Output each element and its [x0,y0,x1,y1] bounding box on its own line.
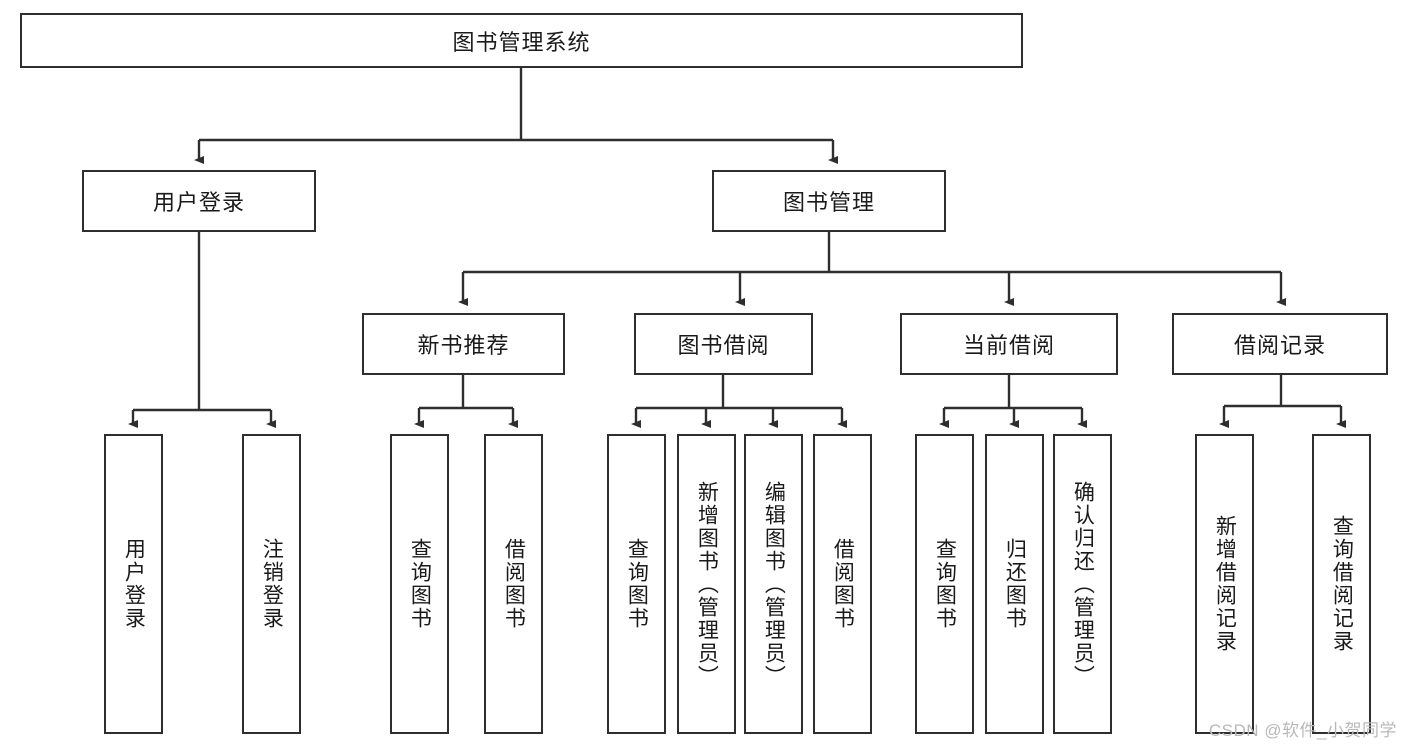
node-root-system[interactable]: 图书管理系统 [20,13,1023,68]
leaf-user-login-logout[interactable]: 注销登录 [242,434,301,734]
node-label: 新书推荐 [417,333,510,358]
leaf-record-add-record[interactable]: 新增借阅记录 [1195,434,1254,734]
leaf-borrow-query-book[interactable]: 查询图书 [607,434,666,734]
node-label: 注销登录 [260,538,284,630]
node-label: 归还图书 [1003,538,1027,630]
leaf-borrow-borrow-book[interactable]: 借阅图书 [813,434,872,734]
node-label: 新增图书（管理员） [695,480,719,688]
node-label: 查询图书 [625,538,649,630]
leaf-record-query-record[interactable]: 查询借阅记录 [1312,434,1371,734]
node-label: 新增借阅记录 [1213,515,1237,653]
node-label: 编辑图书（管理员） [762,480,786,688]
node-label: 借阅图书 [502,538,526,630]
node-label: 确认归还（管理员） [1071,480,1095,688]
node-user-login[interactable]: 用户登录 [82,170,316,232]
node-label: 借阅图书 [831,538,855,630]
node-new-book-recommend[interactable]: 新书推荐 [362,313,565,375]
node-label: 查询借阅记录 [1330,515,1354,653]
leaf-current-query-book[interactable]: 查询图书 [915,434,974,734]
leaf-borrow-edit-book-admin[interactable]: 编辑图书（管理员） [744,434,803,734]
leaf-borrow-add-book-admin[interactable]: 新增图书（管理员） [677,434,736,734]
node-label: 图书借阅 [677,333,770,358]
node-label: 当前借阅 [962,333,1055,358]
leaf-recommend-borrow-book[interactable]: 借阅图书 [484,434,543,734]
watermark-text: CSDN @软件_小贺同学 [1208,721,1397,740]
node-book-management[interactable]: 图书管理 [712,170,946,232]
leaf-current-confirm-return-admin[interactable]: 确认归还（管理员） [1053,434,1112,734]
node-label: 图书管理系统 [452,29,591,55]
node-label: 用户登录 [152,190,245,215]
leaf-recommend-query-book[interactable]: 查询图书 [390,434,449,734]
node-label: 用户登录 [122,538,146,630]
node-borrow-record[interactable]: 借阅记录 [1172,313,1388,375]
leaf-current-return-book[interactable]: 归还图书 [985,434,1044,734]
node-book-borrow[interactable]: 图书借阅 [634,313,813,375]
leaf-user-login-login[interactable]: 用户登录 [104,434,163,734]
node-label: 图书管理 [782,190,875,215]
node-label: 查询图书 [408,538,432,630]
node-label: 借阅记录 [1233,333,1326,358]
node-label: 查询图书 [933,538,957,630]
node-current-borrow[interactable]: 当前借阅 [900,313,1118,375]
